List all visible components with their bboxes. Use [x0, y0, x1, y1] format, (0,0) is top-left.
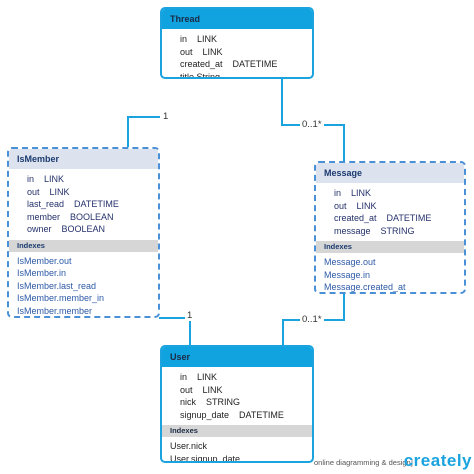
- field: last_read DATETIME: [27, 199, 119, 209]
- watermark: online diagramming & design] creately: [314, 447, 474, 471]
- field: nick STRING: [180, 397, 241, 407]
- entity-user[interactable]: User in LINK out LINK nick STRING signup…: [160, 345, 314, 463]
- cardinality-user-message: 0..1*: [300, 314, 324, 325]
- index-list: IsMember.out IsMember.in IsMember.last_r…: [9, 252, 158, 317]
- indexes-header: Indexes: [162, 425, 312, 437]
- watermark-text: online diagramming & design]: [314, 458, 413, 467]
- field: signup_date DATETIME: [180, 409, 284, 420]
- index-list: User.nick User.signup_date: [162, 437, 312, 463]
- index-list: Message.out Message.in Message.created_a…: [316, 253, 464, 292]
- field: created_at DATETIME: [334, 213, 432, 223]
- field-list: in LINK out LINK created_at DATETIME tit…: [162, 29, 312, 79]
- cardinality-user-ismember: 1: [185, 310, 195, 321]
- index-item: Message.in: [324, 269, 371, 280]
- index-item: Message.out: [324, 257, 376, 267]
- cardinality-thread-message: 0..1*: [300, 119, 324, 130]
- field: in LINK: [27, 174, 65, 184]
- indexes-header: Indexes: [9, 239, 158, 252]
- entity-message[interactable]: Message in LINK out LINK created_at DATE…: [314, 161, 466, 294]
- indexes-header: Indexes: [316, 241, 464, 253]
- index-item: Message.created_at: [324, 282, 406, 292]
- field: created_at DATETIME: [180, 59, 278, 69]
- cardinality-thread-ismember: 1: [161, 111, 171, 122]
- entity-ismember[interactable]: IsMember in LINK out LINK last_read DATE…: [7, 147, 160, 318]
- creately-logo: creately: [403, 451, 472, 470]
- index-item: IsMember.member: [17, 305, 93, 316]
- connector-thread-message[interactable]: [281, 70, 345, 162]
- index-item: IsMember.member_in: [17, 293, 105, 303]
- entity-title: Thread: [162, 9, 312, 29]
- field: member BOOLEAN: [27, 211, 114, 222]
- index-item: IsMember.last_read: [17, 280, 97, 291]
- field: in LINK: [180, 372, 218, 382]
- entity-thread[interactable]: Thread in LINK out LINK created_at DATET…: [160, 7, 314, 79]
- field: out LINK: [334, 200, 377, 211]
- field: in LINK: [180, 34, 218, 44]
- connector-thread-ismember[interactable]: [127, 116, 160, 148]
- entity-title: User: [162, 347, 312, 367]
- field: out LINK: [180, 384, 223, 395]
- field-list: in LINK out LINK nick STRING signup_date…: [162, 367, 312, 425]
- entity-title: IsMember: [9, 149, 158, 169]
- field: message STRING: [334, 225, 415, 236]
- field: out LINK: [180, 46, 223, 57]
- connector-user-ismember[interactable]: [159, 317, 191, 346]
- index-item: IsMember.in: [17, 268, 67, 278]
- index-item: IsMember.out: [17, 255, 72, 266]
- field: in LINK: [334, 188, 372, 198]
- index-item: User.signup_date: [170, 453, 241, 463]
- field-list: in LINK out LINK last_read DATETIME memb…: [9, 169, 158, 240]
- entity-title: Message: [316, 163, 464, 183]
- index-item: User.nick: [170, 441, 208, 451]
- field: owner BOOLEAN: [27, 224, 106, 234]
- field: title String: [180, 71, 221, 79]
- field: out LINK: [27, 186, 70, 197]
- field-list: in LINK out LINK created_at DATETIME mes…: [316, 183, 464, 241]
